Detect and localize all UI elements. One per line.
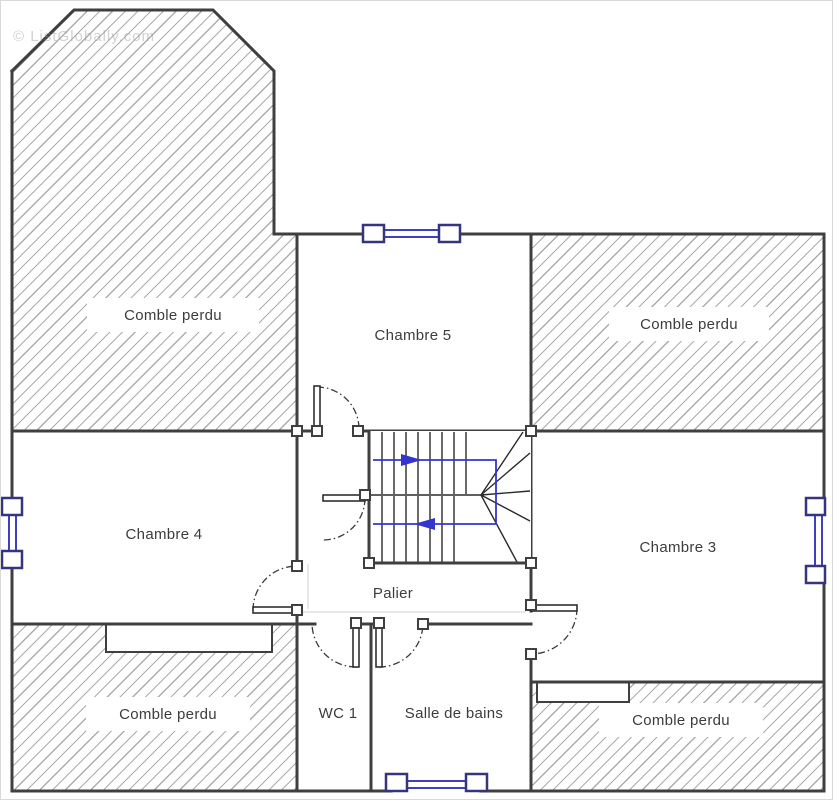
notch-bottom-right: [537, 683, 629, 702]
room-label-chambre4: Chambre 4: [94, 519, 234, 549]
door-arc-salle-de-bains: [378, 622, 424, 668]
room-label-comble-top-right: Comble perdu: [609, 307, 769, 341]
windows: [1, 223, 827, 793]
door-arc-chambre4: [252, 565, 298, 611]
door-leaf-wc: [352, 622, 360, 668]
watermark-text: © ListGlobally.com: [13, 28, 156, 45]
door-arc-chambre5: [316, 386, 360, 430]
room-label-salle-de-bains: Salle de bains: [386, 699, 522, 727]
room-label-comble-top-left: Comble perdu: [87, 298, 259, 332]
room-label-chambre3: Chambre 3: [608, 532, 748, 562]
door-leaf-chambre4: [252, 606, 298, 614]
door-leaf-chambre5: [313, 385, 321, 428]
staircase: [367, 429, 533, 565]
stair-up-arrow: [401, 454, 422, 466]
door-leaf-salle-de-bains: [375, 622, 383, 668]
room-label-wc: WC 1: [309, 699, 367, 727]
door-leaf-chambre3: [530, 604, 578, 612]
room-label-comble-bottom-left: Comble perdu: [86, 697, 250, 731]
door-arc-wc: [311, 622, 357, 668]
hatch-area-top-left: [12, 9, 296, 430]
notch-walls: [105, 625, 630, 703]
guide-lines: [303, 564, 526, 613]
room-label-chambre5: Chambre 5: [343, 320, 483, 350]
stair-down-arrow: [414, 518, 435, 530]
walls: [9, 8, 826, 793]
doors: [252, 385, 578, 668]
door-arc-chambre3: [530, 607, 578, 655]
wall-junctions: [291, 425, 537, 660]
door-leaf-stair-gate: [322, 494, 366, 502]
room-label-comble-bottom-right: Comble perdu: [599, 703, 763, 737]
door-arc-stair-gate: [322, 497, 366, 541]
notch-bottom-left: [106, 625, 272, 652]
room-label-palier: Palier: [353, 579, 433, 607]
